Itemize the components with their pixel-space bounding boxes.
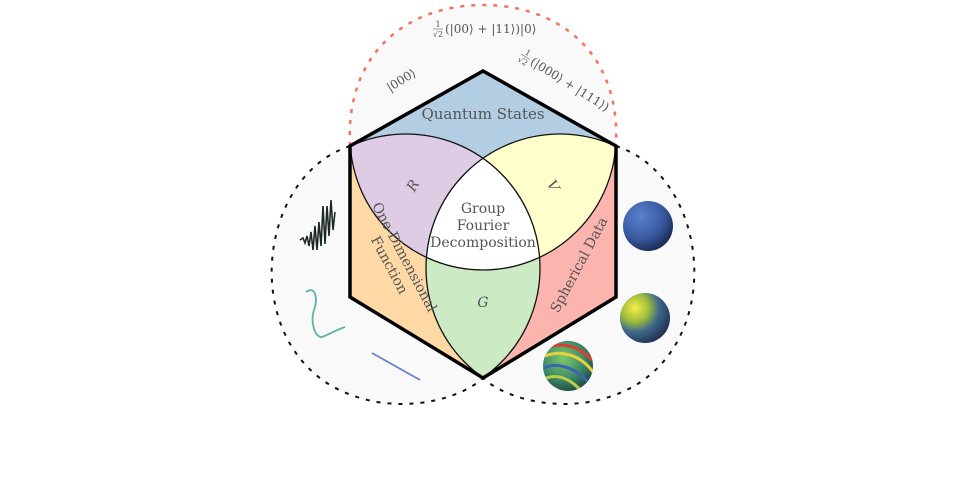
label-center: Group Fourier Decomposition (430, 201, 536, 251)
quantum-boundary-dash (348, 3, 618, 147)
svg-text:1: 1 (435, 20, 440, 29)
linear-signal-icon (371, 352, 421, 381)
sphere-uniform-icon (623, 201, 673, 251)
venn-regions (350, 71, 616, 378)
svg-text:Fourier: Fourier (457, 218, 510, 234)
label-g: G (477, 295, 488, 311)
noisy-signal-icon (299, 199, 336, 251)
label-quantum-states: Quantum States (421, 105, 544, 123)
svg-text:√2: √2 (433, 30, 443, 39)
smooth-signal-icon (305, 289, 346, 338)
svg-text:1: 1 (523, 48, 532, 58)
bell-state-label: 1 √2 (|00⟩ + |11⟩)|0⟩ (433, 20, 537, 39)
sphere-low-freq-icon (620, 293, 670, 343)
svg-text:Decomposition: Decomposition (430, 235, 536, 251)
svg-text:Group: Group (461, 201, 505, 217)
svg-text:(|00⟩ + |11⟩)|0⟩: (|00⟩ + |11⟩)|0⟩ (445, 22, 536, 36)
hexagon-outline (348, 68, 618, 381)
